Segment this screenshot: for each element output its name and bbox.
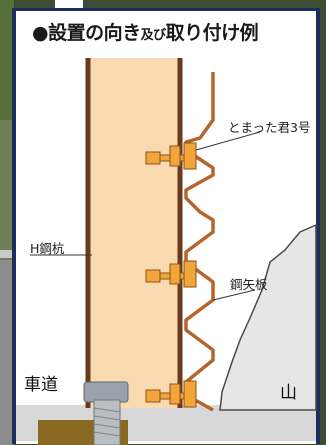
leader-sheet-pile <box>212 289 256 301</box>
mountain-slope <box>219 223 317 411</box>
bracket-middle <box>145 260 197 288</box>
leader-product <box>195 131 261 151</box>
steel-sheet-pile <box>184 72 215 412</box>
label-product: とまった君3号 <box>228 120 311 135</box>
label-mountain: 山 <box>280 383 297 403</box>
title-main: ●設置の向き <box>32 22 141 44</box>
h-steel-pile <box>88 58 180 408</box>
title-tail: 取り付け例 <box>165 22 259 44</box>
label-h-pile: H鋼杭 <box>30 241 65 256</box>
label-road: 車道 <box>24 375 58 395</box>
bracket-upper <box>145 142 197 170</box>
bolt-photo <box>38 381 129 445</box>
title-small: 及び <box>140 28 167 43</box>
diagram-title: ●設置の向き及び取り付け例 <box>32 18 259 45</box>
label-sheet-pile: 鋼矢板 <box>230 277 268 292</box>
bracket-lower <box>145 380 197 408</box>
